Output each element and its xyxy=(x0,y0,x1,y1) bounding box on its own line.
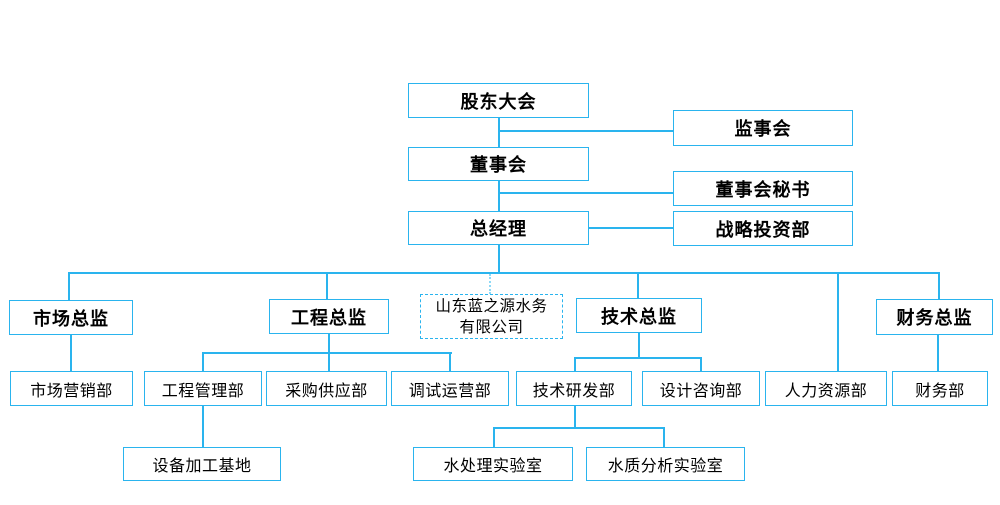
connector-line xyxy=(328,334,330,354)
connector-line xyxy=(70,335,72,372)
connector-line xyxy=(493,427,495,448)
connector-line xyxy=(449,352,451,372)
node-board-of-directors: 董事会 xyxy=(408,147,589,181)
node-marketing-dept: 市场营销部 xyxy=(10,371,133,406)
node-equipment-processing-base: 设备加工基地 xyxy=(123,447,281,481)
node-company: 山东蓝之源水务有限公司 xyxy=(420,294,563,339)
connector-line xyxy=(202,406,204,448)
connector-line xyxy=(937,335,939,372)
connector-line xyxy=(328,352,330,372)
node-supervisory-board: 监事会 xyxy=(673,110,853,146)
node-design-consulting-dept: 设计咨询部 xyxy=(642,371,760,406)
connector-line-dotted xyxy=(489,274,491,294)
node-engineering-management-dept: 工程管理部 xyxy=(144,371,262,406)
connector-line xyxy=(574,357,702,359)
connector-line xyxy=(498,118,500,148)
node-board-secretary: 董事会秘书 xyxy=(673,171,853,206)
node-engineering-director: 工程总监 xyxy=(269,299,389,334)
connector-line xyxy=(938,272,940,300)
connector-line xyxy=(638,333,640,359)
node-shareholders-meeting: 股东大会 xyxy=(408,83,589,118)
node-general-manager: 总经理 xyxy=(408,211,589,245)
connector-line xyxy=(574,357,576,372)
node-water-quality-analysis-lab: 水质分析实验室 xyxy=(586,447,745,481)
connector-line xyxy=(663,427,665,448)
connector-line xyxy=(498,130,674,132)
node-commissioning-operations-dept: 调试运营部 xyxy=(391,371,509,406)
connector-line xyxy=(700,357,702,372)
connector-line xyxy=(68,272,70,301)
node-technical-director: 技术总监 xyxy=(576,298,702,333)
node-water-treatment-lab: 水处理实验室 xyxy=(413,447,573,481)
connector-line xyxy=(498,245,500,274)
connector-line xyxy=(68,272,940,274)
node-human-resources-dept: 人力资源部 xyxy=(765,371,887,406)
connector-line xyxy=(574,406,576,429)
node-finance-director: 财务总监 xyxy=(876,299,993,335)
node-finance-dept: 财务部 xyxy=(892,371,988,406)
connector-line xyxy=(837,272,839,372)
node-strategic-investment-dept: 战略投资部 xyxy=(673,211,853,246)
node-technology-rd-dept: 技术研发部 xyxy=(516,371,632,406)
node-procurement-supply-dept: 采购供应部 xyxy=(266,371,387,406)
connector-line xyxy=(202,352,204,372)
connector-line xyxy=(588,227,674,229)
connector-line xyxy=(202,352,452,354)
connector-line xyxy=(498,181,500,212)
connector-line xyxy=(326,272,328,300)
connector-line xyxy=(498,192,674,194)
connector-line xyxy=(637,272,639,299)
node-marketing-director: 市场总监 xyxy=(9,300,133,335)
connector-line xyxy=(493,427,665,429)
